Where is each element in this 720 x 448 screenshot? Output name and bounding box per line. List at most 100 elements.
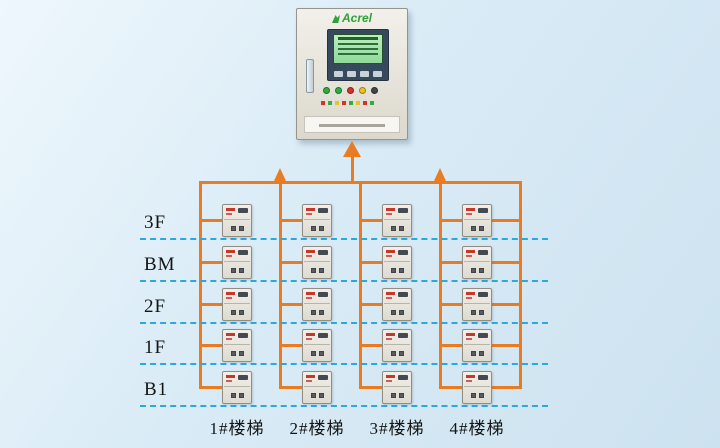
device-seam [464,303,490,304]
repeater-device [222,288,252,321]
device-logo-line [306,213,312,215]
device-button [319,393,324,398]
bus-main-drop [351,156,354,184]
device-display-slot [478,333,488,338]
device-logo-line [226,380,232,382]
device-logo [466,208,475,211]
device-seam [384,386,410,387]
device-logo-line [226,255,232,257]
device-button [479,393,484,398]
device-display-slot [398,375,408,380]
device-display-slot [318,250,328,255]
device-button [311,226,316,231]
repeater-device [222,204,252,237]
device-button [391,393,396,398]
device-display-slot [318,208,328,213]
bus-stub [362,303,382,306]
floor-label: 2F [144,296,167,317]
device-logo [306,333,315,336]
key-button [373,71,382,77]
repeater-device [382,288,412,321]
device-display-slot [318,292,328,297]
device-button [239,310,244,315]
device-logo [226,292,235,295]
bus-stub [492,344,519,347]
repeater-device [462,204,492,237]
indicator-light [356,101,360,105]
repeater-device [462,371,492,404]
device-seam [224,261,250,262]
device-button [391,226,396,231]
lcd-text-line [338,48,378,50]
device-logo-line [226,213,232,215]
level-tube [306,59,314,93]
device-button [399,351,404,356]
device-button [391,351,396,356]
repeater-device [382,371,412,404]
bus-stub [362,261,382,264]
device-logo [386,250,395,253]
lcd-display [333,34,383,64]
indicator-light [321,101,325,105]
device-button [471,226,476,231]
device-button [479,226,484,231]
repeater-device [382,204,412,237]
device-logo-line [386,338,392,340]
floor-label: BM [144,254,176,275]
control-buttons [323,87,378,94]
device-logo [306,250,315,253]
device-logo-line [466,255,472,257]
device-display-slot [398,250,408,255]
device-button [311,393,316,398]
device-logo-line [466,297,472,299]
keypad [334,71,382,77]
repeater-device [302,204,332,237]
indicator-lights [321,101,374,105]
device-logo-line [386,255,392,257]
device-logo [466,292,475,295]
flow-arrow-icon [343,141,361,157]
bus-feeder-line [199,181,202,389]
bus-stub [202,344,222,347]
floor-line [140,280,548,282]
device-logo-line [306,297,312,299]
device-seam [224,219,250,220]
bus-stub [362,344,382,347]
device-logo-line [306,255,312,257]
bus-stub [202,261,222,264]
repeater-device [462,288,492,321]
bus-stub [282,303,302,306]
floor-label: B1 [144,379,169,400]
indicator-light [349,101,353,105]
device-logo-line [466,338,472,340]
stair-label: 1#楼梯 [209,419,265,438]
device-logo-line [306,380,312,382]
device-seam [224,386,250,387]
repeater-device [462,246,492,279]
device-button [471,351,476,356]
flow-arrow-icon [434,168,446,181]
device-seam [384,303,410,304]
bus-feeder-line [279,181,282,389]
floor-label: 1F [144,337,167,358]
bus-stub [202,219,222,222]
device-seam [384,261,410,262]
flow-arrow-icon [274,168,286,181]
device-button [399,226,404,231]
bus-stub [282,344,302,347]
stair-label: 3#楼梯 [369,419,425,438]
device-logo [306,208,315,211]
bus-feeder-line [439,181,442,389]
bus-stub [492,261,519,264]
brand-logo: Acrel [297,11,407,25]
device-button [391,310,396,315]
repeater-device [302,329,332,362]
device-button [311,268,316,273]
device-logo-line [386,213,392,215]
device-logo [386,292,395,295]
device-display-slot [398,292,408,297]
brand-name: Acrel [341,11,373,25]
device-button [231,351,236,356]
bus-stub [282,386,302,389]
